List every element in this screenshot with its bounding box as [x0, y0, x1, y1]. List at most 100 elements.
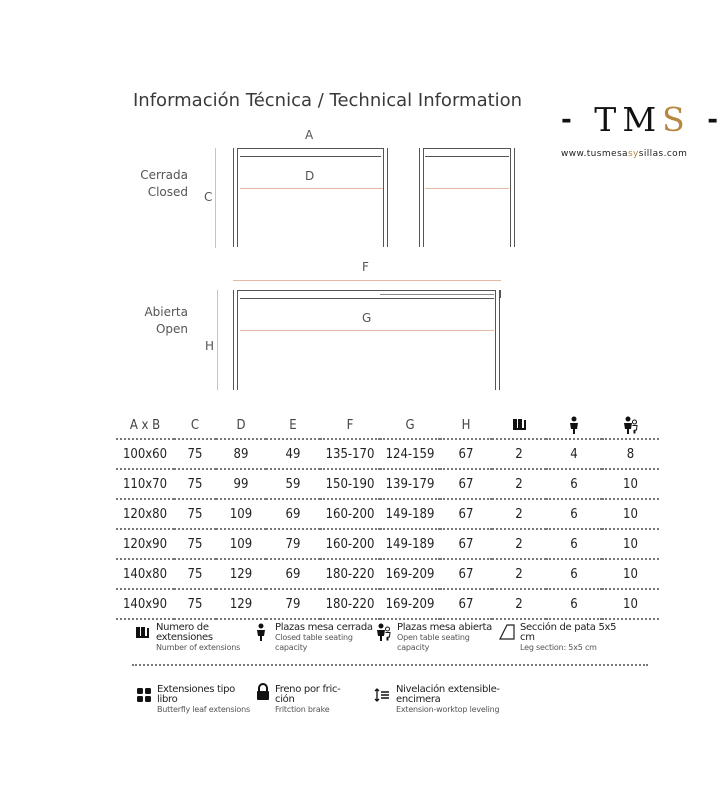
table-cell: 2 — [492, 559, 546, 590]
col-header: C — [174, 412, 216, 440]
table-cell: 120x90 — [116, 529, 174, 560]
table-cell: 75 — [174, 559, 216, 590]
page-title: Información Técnica / Technical Informat… — [133, 90, 523, 111]
table-cell: 69 — [266, 499, 320, 530]
dim-f-line — [233, 280, 501, 281]
table-cell: 10 — [602, 499, 659, 530]
table-cell: 135-170 — [320, 439, 380, 470]
table-cell: 59 — [266, 469, 320, 500]
open-label: Abierta Open — [144, 305, 188, 336]
table-header-row: A x B C D E F G H — [116, 412, 659, 440]
dim-h-label: H — [205, 339, 215, 353]
table-cell: 89 — [216, 439, 266, 470]
table-cell: 10 — [602, 559, 659, 590]
dim-c-label: C — [204, 190, 213, 204]
leg-section-icon — [498, 623, 516, 645]
table-cell: 2 — [492, 529, 546, 560]
table-cell: 149-189 — [380, 499, 440, 530]
table-cell: 140x90 — [116, 589, 174, 620]
two-persons-icon — [376, 623, 392, 645]
table-cell: 6 — [546, 529, 602, 560]
person-icon — [546, 412, 602, 440]
table-cell: 100x60 — [116, 439, 174, 470]
dim-h-line — [217, 290, 218, 390]
table-cell: 169-209 — [380, 589, 440, 620]
lock-icon — [256, 683, 270, 705]
table-cell: 6 — [546, 559, 602, 590]
brand-wordmark: - TMS - — [561, 100, 725, 139]
dim-f-label: F — [362, 260, 369, 274]
col-header: E — [266, 412, 320, 440]
table-cell: 129 — [216, 559, 266, 590]
table-cell: 6 — [546, 469, 602, 500]
table-cell: 2 — [492, 469, 546, 500]
col-header: G — [380, 412, 440, 440]
dim-g-line — [240, 330, 494, 331]
extensions-icon — [492, 412, 546, 440]
person-icon — [256, 623, 266, 645]
table-cell: 129 — [216, 589, 266, 620]
table-cell: 169-209 — [380, 559, 440, 590]
table-cell: 109 — [216, 529, 266, 560]
table-cell: 67 — [440, 589, 492, 620]
table-cell: 180-220 — [320, 589, 380, 620]
table-cell: 99 — [216, 469, 266, 500]
extensions-icon — [135, 625, 149, 644]
dim-a-label: A — [305, 128, 314, 142]
table-cell: 49 — [266, 439, 320, 470]
table-cell: 75 — [174, 499, 216, 530]
table-cell: 75 — [174, 469, 216, 500]
table-cell: 6 — [546, 499, 602, 530]
table-cell: 8 — [602, 439, 659, 470]
table-cell: 75 — [174, 439, 216, 470]
dim-g-label: G — [362, 311, 372, 325]
leveling-icon — [374, 687, 390, 706]
table-cell: 69 — [266, 559, 320, 590]
table-cell: 180-220 — [320, 559, 380, 590]
table-cell: 75 — [174, 589, 216, 620]
table-cell: 2 — [492, 589, 546, 620]
col-header: H — [440, 412, 492, 440]
table-cell: 67 — [440, 499, 492, 530]
table-cell: 140x80 — [116, 559, 174, 590]
table-cell: 149-189 — [380, 529, 440, 560]
dim-c-line — [215, 148, 216, 248]
table-cell: 139-179 — [380, 469, 440, 500]
table-cell: 2 — [492, 439, 546, 470]
table-cell: 79 — [266, 589, 320, 620]
col-header: F — [320, 412, 380, 440]
dim-d-label: D — [305, 169, 315, 183]
table-cell: 10 — [602, 529, 659, 560]
legend-divider — [132, 664, 648, 666]
table-cell: 6 — [546, 589, 602, 620]
table-cell: 109 — [216, 499, 266, 530]
closed-label: Cerrada Closed — [140, 168, 188, 199]
table-cell: 110x70 — [116, 469, 174, 500]
col-header: A x B — [116, 412, 174, 440]
table-cell: 160-200 — [320, 529, 380, 560]
brand-url[interactable]: www.tusmesasysillas.com — [561, 149, 688, 159]
table-cell: 150-190 — [320, 469, 380, 500]
table-cell: 2 — [492, 499, 546, 530]
table-cell: 4 — [546, 439, 602, 470]
table-cell: 79 — [266, 529, 320, 560]
table-cell: 120x80 — [116, 499, 174, 530]
dim-d-line — [240, 188, 383, 189]
table-cell: 67 — [440, 439, 492, 470]
col-header: D — [216, 412, 266, 440]
table-cell: 67 — [440, 529, 492, 560]
table-cell: 160-200 — [320, 499, 380, 530]
table-cell: 67 — [440, 469, 492, 500]
table-cell: 10 — [602, 589, 659, 620]
brand-logo[interactable]: - TMS - www.tusmesasysillas.com — [561, 100, 718, 170]
table-cell: 75 — [174, 529, 216, 560]
table-cell: 67 — [440, 559, 492, 590]
